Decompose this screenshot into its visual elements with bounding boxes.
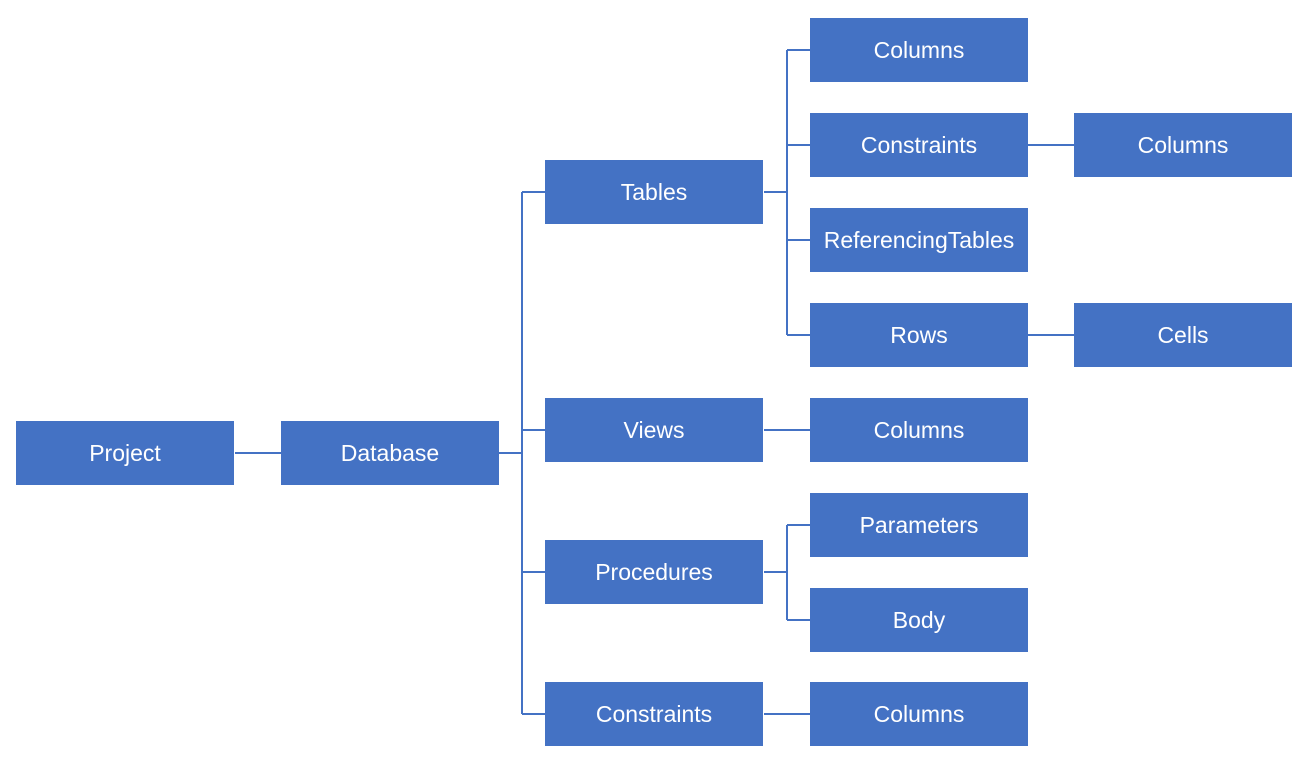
node-tables-rows: Rows xyxy=(810,303,1028,367)
node-tables-columns: Columns xyxy=(810,18,1028,82)
node-views-columns: Columns xyxy=(810,398,1028,462)
node-tables-rows-cells: Cells xyxy=(1074,303,1292,367)
node-views: Views xyxy=(545,398,763,462)
node-procedures-body: Body xyxy=(810,588,1028,652)
node-constraints: Constraints xyxy=(545,682,763,746)
node-tables-referencing-tables: ReferencingTables xyxy=(810,208,1028,272)
node-constraints-columns: Columns xyxy=(810,682,1028,746)
node-procedures: Procedures xyxy=(545,540,763,604)
node-tables-constraints: Constraints xyxy=(810,113,1028,177)
node-project: Project xyxy=(16,421,234,485)
node-database: Database xyxy=(281,421,499,485)
node-procedures-parameters: Parameters xyxy=(810,493,1028,557)
node-tables-constraints-columns: Columns xyxy=(1074,113,1292,177)
node-tables: Tables xyxy=(545,160,763,224)
